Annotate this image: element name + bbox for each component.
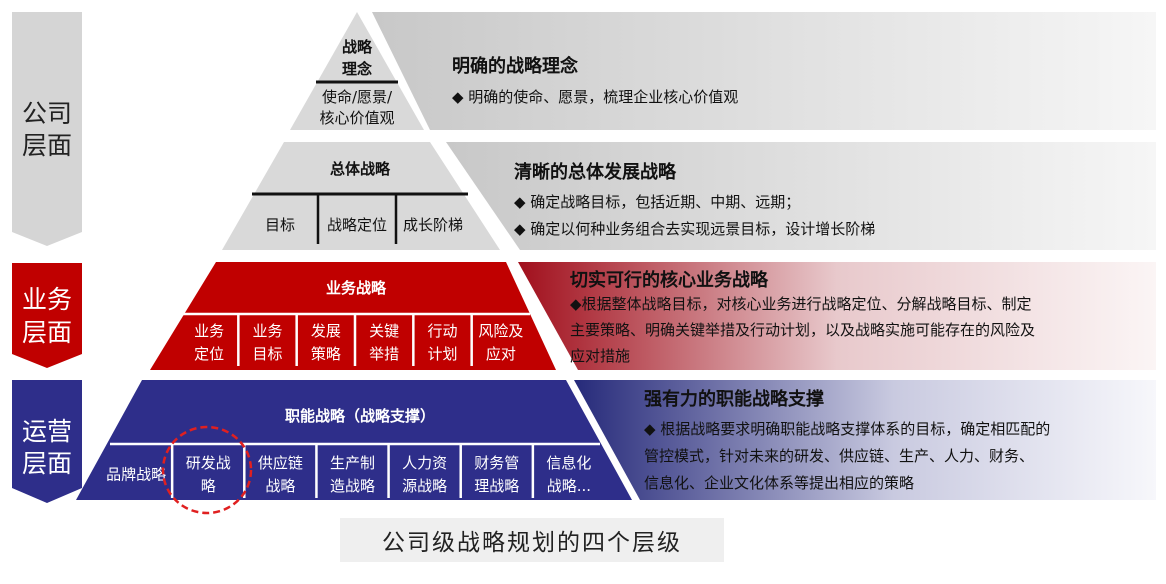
tier4-title: 职能战略（战略支撑） xyxy=(285,407,435,425)
level1-bullet-1: ◆ 明确的使命、愿景，梳理企业核心价值观 xyxy=(452,88,738,106)
band-level-4 xyxy=(574,380,1156,500)
tier4-cells-item-1-line-1: 略 xyxy=(201,477,216,495)
tier4-cells-item-4-line-1: 源战略 xyxy=(402,477,447,495)
tier4-cells-item-6-line-0: 信息化 xyxy=(546,454,591,472)
tier3-cells-item-4-line-1: 计划 xyxy=(427,345,457,363)
side-label-company-1: 公司 xyxy=(22,99,72,128)
tier3-cells-item-2-line-1: 策略 xyxy=(311,345,341,363)
level3-bullet-1: ◆根据整体战略目标，对核心业务进行战略定位、分解战略目标、制定 xyxy=(570,295,1032,313)
level4-heading: 强有力的职能战略支撑 xyxy=(644,388,824,410)
tier3-cells-item-1-line-1: 目标 xyxy=(252,345,282,363)
tier3-cells-item-3-line-0: 关键 xyxy=(369,322,399,340)
tier4-cells-item-3-line-1: 造战略 xyxy=(330,477,375,495)
tier3-cells-item-1-line-0: 业务 xyxy=(252,322,282,340)
side-label-company-2: 层面 xyxy=(22,131,72,160)
side-label-business-1: 业务 xyxy=(22,285,72,314)
level2-heading: 清晰的总体发展战略 xyxy=(514,161,677,183)
tier3-cells-item-0-line-1: 定位 xyxy=(194,345,224,363)
side-arrow-operation xyxy=(12,380,82,503)
tier4-cells-item-2-line-1: 战略 xyxy=(265,477,295,495)
level4-bullet-1: ◆ 根据战略要求明确职能战略支撑体系的目标，确定相匹配的 xyxy=(644,420,1050,438)
tier4-cells-item-6-line-1: 战略... xyxy=(547,477,591,495)
level4-bullet-2: 管控模式，针对未来的研发、供应链、生产、人力、财务、 xyxy=(644,447,1034,465)
tier2-title: 总体战略 xyxy=(330,160,391,178)
side-label-operation-1: 运营 xyxy=(22,417,72,446)
band-level-3 xyxy=(518,262,1156,370)
band-level-1 xyxy=(372,12,1156,130)
side-arrow-business xyxy=(12,263,82,368)
pyramid-tier-3 xyxy=(150,262,556,370)
tier3-cells-item-5-line-1: 应对 xyxy=(486,345,516,363)
level2-bullet-1: ◆ 确定战略目标，包括近期、中期、远期； xyxy=(514,193,800,211)
tier4-cells-item-4-line-0: 人力资 xyxy=(402,454,447,472)
tier3-cells-item-4-line-0: 行动 xyxy=(427,322,457,340)
tier3-cells-item-2-line-0: 发展 xyxy=(311,322,341,340)
tier2-item-position: 战略定位 xyxy=(327,216,387,234)
tier2-item-goal: 目标 xyxy=(265,216,295,234)
tier4-cells-item-3-line-0: 生产制 xyxy=(330,454,375,472)
tier1-title-line2: 理念 xyxy=(342,60,372,78)
side-arrow-company xyxy=(12,12,82,246)
tier3-cells-item-3-line-1: 举措 xyxy=(369,345,399,363)
highlight-circle xyxy=(161,425,253,515)
tier2-item-ladder: 成长阶梯 xyxy=(403,216,463,234)
tier3-cells-item-5-line-0: 风险及 xyxy=(478,322,523,340)
level3-bullet-3: 应对措施 xyxy=(570,347,630,365)
side-label-business-2: 层面 xyxy=(22,318,72,347)
tier4-cells-item-0-line-0: 品牌战略 xyxy=(106,466,166,484)
pyramid-tier-2 xyxy=(222,142,500,250)
level1-heading: 明确的战略理念 xyxy=(452,55,578,77)
tier4-cells-item-5-line-1: 理战略 xyxy=(474,477,519,495)
tier4-cells-item-5-line-0: 财务管 xyxy=(474,454,519,472)
tier1-title-line1: 战略 xyxy=(342,38,373,56)
tier4-cells-item-1-line-0: 研发战 xyxy=(186,454,231,472)
pyramid-tier-1 xyxy=(290,12,424,130)
band-level-2 xyxy=(446,142,1156,250)
level3-bullet-2: 主要策略、明确关键举措及行动计划，以及战略实施可能存在的风险及 xyxy=(570,321,1035,339)
diagram-caption: 公司级战略规划的四个层级 xyxy=(340,518,724,562)
level3-heading: 切实可行的核心业务战略 xyxy=(570,269,769,291)
tier1-item-line2: 核心价值观 xyxy=(319,109,394,127)
tier3-title: 业务战略 xyxy=(326,279,387,297)
tier4-cells-item-2-line-0: 供应链 xyxy=(258,454,303,472)
tier3-cells-item-0-line-0: 业务 xyxy=(194,322,224,340)
pyramid-tier-4 xyxy=(76,380,632,500)
tier1-item-line1: 使命/愿景/ xyxy=(322,88,393,106)
level2-bullet-2: ◆ 确定以何种业务组合去实现远景目标，设计增长阶梯 xyxy=(514,220,875,238)
level4-bullet-3: 信息化、企业文化体系等提出相应的策略 xyxy=(644,474,914,492)
side-label-operation-2: 层面 xyxy=(22,449,72,478)
